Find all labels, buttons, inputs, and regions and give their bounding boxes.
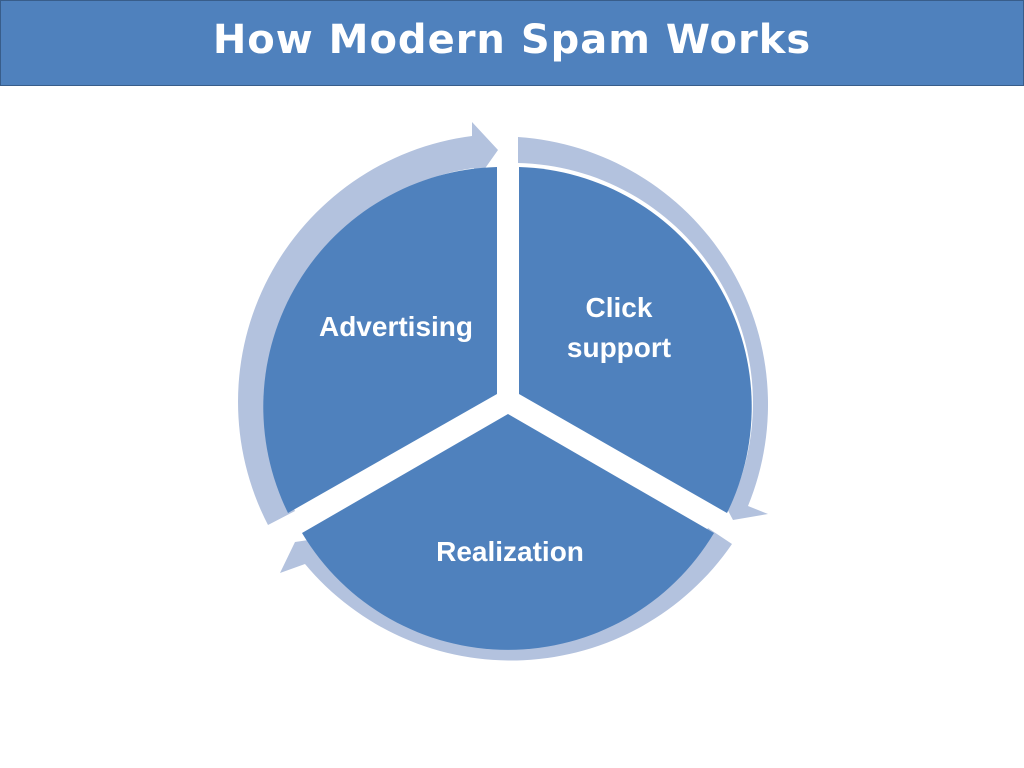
segment-label-realization: Realization [436,536,584,567]
segment-realization [302,414,714,650]
cycle-arrows [238,122,769,661]
cycle-segments [263,167,752,650]
arrow-click-to-realization [518,137,769,520]
segment-label-advertising: Advertising [319,311,473,342]
segment-advertising [263,167,497,513]
segment-label-click: Click [586,292,653,323]
page-title: How Modern Spam Works [212,17,812,63]
arrow-realization-to-advertising [280,528,732,661]
segment-click-support [519,167,752,513]
segment-label-support: support [567,332,671,363]
arrow-advertising-to-click [238,122,499,525]
title-bar: How Modern Spam Works [0,0,1024,86]
